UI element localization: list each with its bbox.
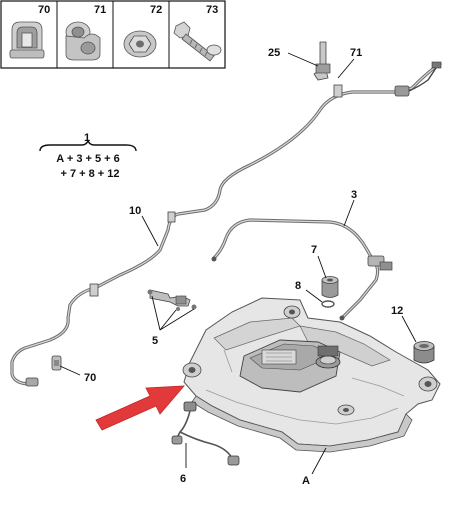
tank-mount-left <box>182 362 202 378</box>
double-clip-icon <box>65 21 101 61</box>
callout-5: 5 <box>152 335 158 347</box>
harness-6 <box>171 401 240 466</box>
tank-mount-bottom <box>337 404 355 416</box>
fuel-line-3 <box>211 218 393 321</box>
grommet-7 <box>321 276 339 298</box>
callout-25: 25 <box>268 47 280 59</box>
parts-box-label-72: 72 <box>150 4 162 16</box>
connector-3-icon <box>367 255 393 271</box>
screw-icon <box>173 21 222 62</box>
parts-box-label-73: 73 <box>206 4 218 16</box>
callout-8: 8 <box>295 280 301 292</box>
cap-12 <box>413 341 435 364</box>
assembly-ref: 1 <box>84 132 90 144</box>
callout-12: 12 <box>391 305 403 317</box>
callout-10: 10 <box>129 205 141 217</box>
callout-70: 70 <box>84 372 96 384</box>
clip-70-part <box>51 355 62 371</box>
line-clip-icon <box>333 84 343 98</box>
clip-icon <box>9 21 45 59</box>
assembly-line-1: A + 3 + 5 + 6 <box>56 153 120 165</box>
callout-a: A <box>302 475 310 487</box>
assembly-line-2: + 7 + 8 + 12 <box>60 168 119 180</box>
indicator-arrow <box>95 385 185 431</box>
nut-washer-icon <box>123 30 157 58</box>
sensor-5 <box>147 289 197 311</box>
bracket-25 <box>313 41 331 81</box>
parts-box-label-70: 70 <box>38 4 50 16</box>
parts-box: 70 71 72 73 <box>0 0 226 69</box>
callout-3: 3 <box>351 189 357 201</box>
parts-box-label-71: 71 <box>94 4 106 16</box>
callout-6: 6 <box>180 473 186 485</box>
fuel-tank-a <box>182 297 441 453</box>
fuel-line-10 <box>10 61 442 387</box>
tank-mount-top <box>283 305 301 319</box>
callout-71: 71 <box>350 47 362 59</box>
o-ring-8 <box>321 300 335 308</box>
connector-icon <box>394 85 410 97</box>
leader-lines <box>59 52 417 475</box>
callout-7: 7 <box>311 244 317 256</box>
assembly-formula: 1 A + 3 + 5 + 6 + 7 + 8 + 12 <box>39 132 137 180</box>
callouts: 25 71 3 10 7 8 12 5 70 6 A <box>84 47 403 487</box>
tank-mount-right <box>418 376 438 392</box>
